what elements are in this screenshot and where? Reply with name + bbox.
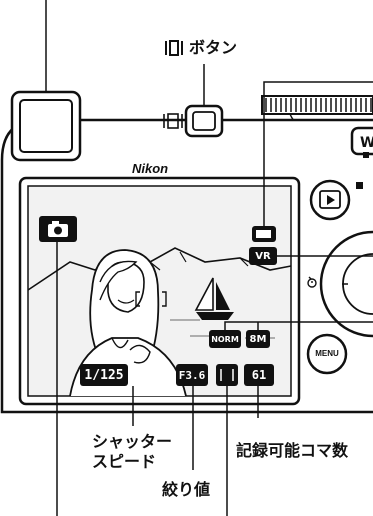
shutter-speed-readout-box bbox=[80, 364, 128, 386]
shooting-mode-indicator bbox=[39, 216, 77, 242]
leader-lines bbox=[45, 0, 373, 516]
zoom-dial[interactable] bbox=[261, 95, 373, 115]
remaining-frames-box bbox=[244, 364, 274, 386]
image-size-value: 8M bbox=[249, 333, 267, 345]
aperture-label: 絞り値 bbox=[162, 480, 211, 499]
shutter-speed-label-line1: シャッター bbox=[92, 432, 173, 451]
self-timer-icon bbox=[307, 276, 317, 288]
camera-icon bbox=[54, 226, 62, 235]
playback-button[interactable] bbox=[309, 179, 351, 221]
vr-value: VR bbox=[255, 250, 271, 262]
aperture-readout-box bbox=[176, 364, 208, 386]
display-toggle-button[interactable] bbox=[184, 104, 224, 138]
image-quality-value: NORM bbox=[211, 334, 239, 344]
sailboat bbox=[194, 277, 234, 320]
remaining-exposures-label: 記録可能コマ数 bbox=[236, 441, 349, 460]
battery-indicator bbox=[252, 226, 276, 242]
menu-button[interactable] bbox=[306, 333, 348, 375]
portrait-subject bbox=[69, 249, 187, 397]
display-button-label: ボタン bbox=[189, 38, 238, 57]
focus-area bbox=[135, 291, 167, 307]
remaining-frames-value: 61 bbox=[251, 368, 267, 382]
brand-logo: Nikon bbox=[132, 161, 169, 176]
shutter-speed-label-line2: スピード bbox=[92, 452, 157, 471]
aperture-value: F3.6 bbox=[178, 368, 206, 382]
shutter-speed-value: 1/125 bbox=[84, 367, 124, 383]
viewfinder bbox=[10, 90, 82, 162]
image-size-indicator bbox=[246, 330, 270, 348]
menu-button-label: MENU bbox=[315, 349, 339, 358]
vr-indicator bbox=[249, 247, 277, 265]
zoom-button-glyph: W bbox=[360, 135, 373, 151]
play-icon bbox=[327, 195, 335, 205]
display-mode-icon bbox=[165, 39, 183, 56]
display-button-callout: ボタン bbox=[164, 38, 237, 57]
multi-selector[interactable] bbox=[319, 230, 373, 338]
image-quality-indicator bbox=[209, 330, 241, 348]
display-mode-icon bbox=[163, 113, 183, 129]
focus-mode-indicator bbox=[216, 364, 238, 386]
